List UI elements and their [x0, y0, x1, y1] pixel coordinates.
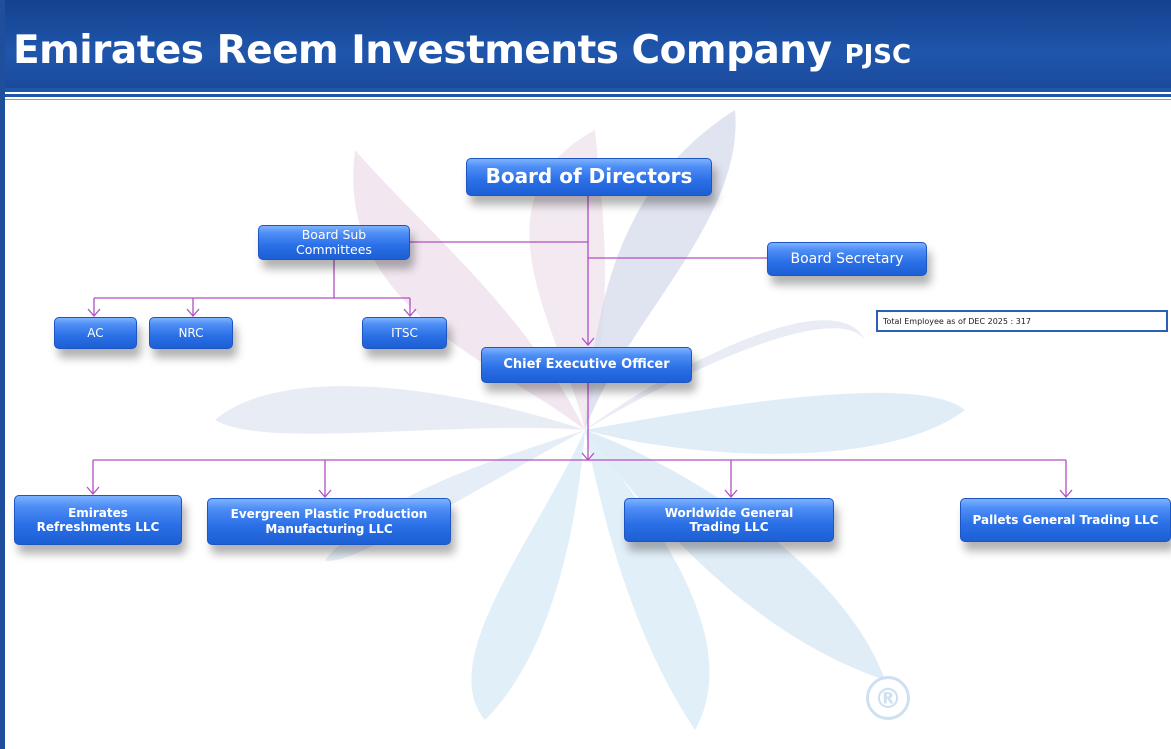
node-board-of-directors: Board of Directors — [466, 158, 712, 196]
header-banner: Emirates Reem Investments Company PJSC — [5, 0, 1171, 88]
node-board-sub-committees: Board Sub Committees — [258, 225, 410, 260]
arrowhead — [581, 337, 595, 346]
node-chief-executive-officer: Chief Executive Officer — [481, 347, 692, 383]
node-board-secretary: Board Secretary — [767, 242, 927, 276]
node-committee-itsc: ITSC — [362, 317, 447, 349]
arrowhead — [581, 452, 595, 461]
node-committee-nrc: NRC — [149, 317, 233, 349]
watermark-petal — [585, 430, 885, 680]
arrowhead — [87, 308, 101, 317]
company-suffix: PJSC — [844, 40, 912, 70]
arrowhead — [86, 486, 100, 495]
left-edge-bar — [0, 0, 5, 749]
arrowhead — [403, 308, 417, 317]
registered-mark-icon: ® — [866, 676, 910, 720]
watermark-petal — [215, 386, 585, 434]
header-rule — [5, 88, 1171, 92]
arrowhead — [1059, 489, 1073, 498]
watermark-petal — [585, 430, 710, 730]
node-committee-ac: AC — [54, 317, 137, 349]
watermark-petal — [471, 430, 585, 720]
node-evergreen-plastic: Evergreen Plastic Production Manufacturi… — [207, 498, 451, 545]
company-name: Emirates Reem Investments Company — [13, 28, 832, 73]
arrowhead — [318, 489, 332, 498]
page-title: Emirates Reem Investments Company PJSC — [13, 28, 911, 73]
node-pallets-general-trading: Pallets General Trading LLC — [960, 498, 1171, 542]
header-rule — [5, 99, 1171, 100]
arrowhead — [186, 308, 200, 317]
node-worldwide-general-trading: Worldwide General Trading LLC — [624, 498, 834, 542]
header-rule — [5, 94, 1171, 97]
watermark-petal — [585, 392, 965, 454]
arrowhead — [724, 489, 738, 498]
employee-count-box: Total Employee as of DEC 2025 : 317 — [876, 310, 1168, 332]
node-emirates-refreshments: Emirates Refreshments LLC — [14, 495, 182, 545]
